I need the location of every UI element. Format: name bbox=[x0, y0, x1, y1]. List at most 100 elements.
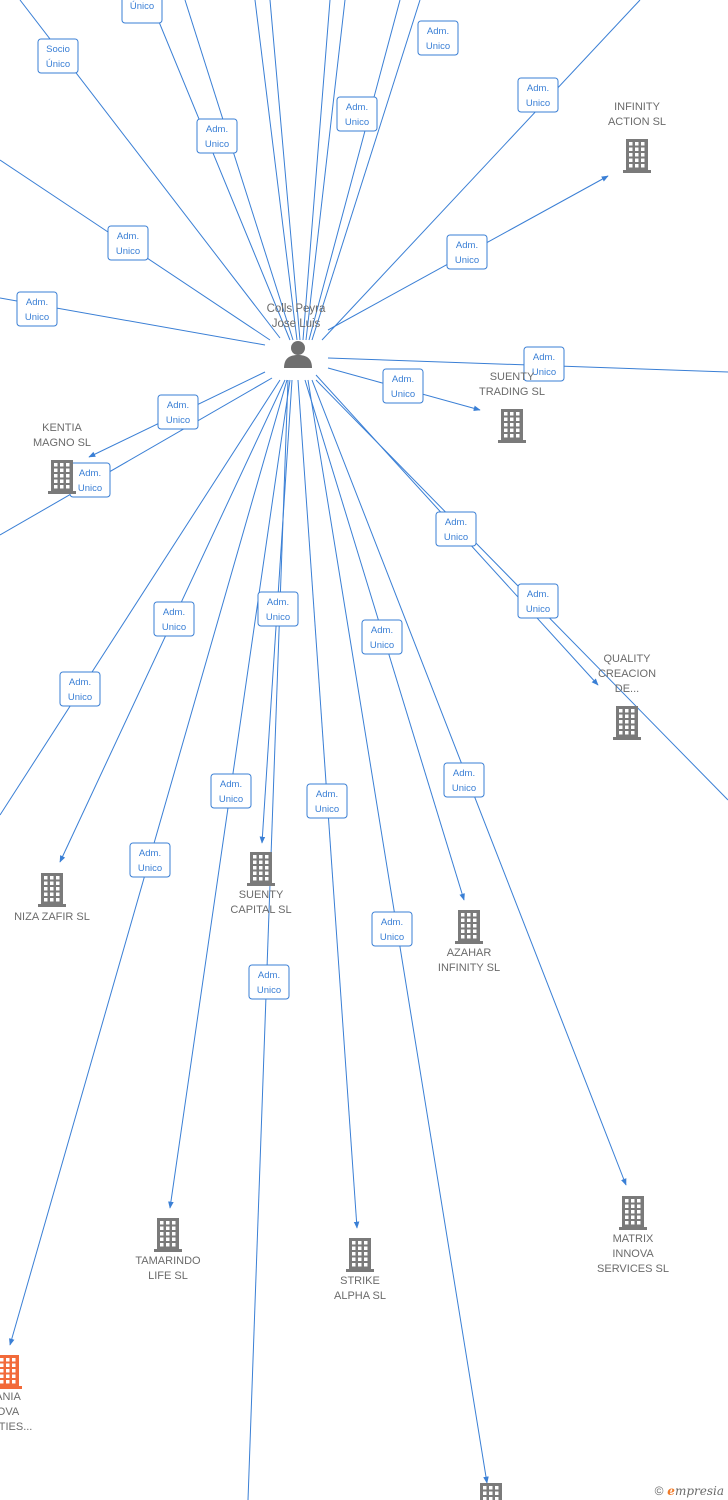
relation-label-text: Unico bbox=[426, 41, 450, 52]
relation-label-text: Unico bbox=[266, 612, 290, 623]
relation-label-text: Adm. bbox=[206, 124, 228, 135]
building-icon bbox=[38, 873, 66, 907]
relation-label[interactable]: Adm.Unico bbox=[59, 671, 101, 707]
relation-label-text: Adm. bbox=[79, 468, 101, 479]
relation-label-text: Unico bbox=[166, 415, 190, 426]
building-icon bbox=[0, 1355, 22, 1389]
company-name: SERVICES SL bbox=[597, 1263, 669, 1275]
edge-0 bbox=[149, 0, 291, 341]
relation-label-text: Unico bbox=[68, 692, 92, 703]
relation-label-text: Unico bbox=[205, 139, 229, 150]
relation-label-text: Adm. bbox=[527, 83, 549, 94]
relation-label[interactable]: Adm. Unico bbox=[107, 225, 149, 261]
relation-label-text: Adm. bbox=[445, 517, 467, 528]
relation-label[interactable]: Único bbox=[121, 0, 163, 24]
company-name: TAMARINDO bbox=[135, 1255, 201, 1267]
building-icon bbox=[48, 460, 76, 494]
relation-label[interactable]: Adm.Unico bbox=[382, 368, 424, 404]
relation-label[interactable]: Adm. Unico bbox=[196, 118, 238, 154]
relation-label-text: Adm. bbox=[427, 26, 449, 37]
building-icon bbox=[613, 706, 641, 740]
edge-2 bbox=[254, 0, 298, 341]
relation-label[interactable]: Adm.Unico bbox=[523, 346, 565, 382]
relation-label-text: Único bbox=[130, 1, 154, 12]
edge-27 bbox=[247, 379, 289, 1500]
relation-label-text: Unico bbox=[444, 532, 468, 543]
relation-label-text: Unico bbox=[116, 246, 140, 257]
relation-label[interactable]: Adm.Unico bbox=[517, 583, 559, 619]
relation-label[interactable]: Adm.Unico bbox=[16, 291, 58, 327]
company-niza[interactable]: NIZA ZAFIR SL bbox=[14, 873, 90, 923]
company-name: INFINITY bbox=[614, 101, 660, 113]
relation-label[interactable]: Adm.Unico bbox=[446, 234, 488, 270]
company-name: OVA bbox=[0, 1406, 20, 1418]
relation-label[interactable]: Adm. Unico bbox=[435, 511, 477, 547]
company-name: DE... bbox=[615, 683, 639, 695]
relation-label[interactable]: Adm. Unico bbox=[371, 911, 413, 947]
building-icon bbox=[154, 1218, 182, 1252]
person-icon bbox=[284, 341, 312, 368]
person-node[interactable]: Colls Peyra Jose Luis bbox=[267, 303, 326, 368]
relation-label-text: Adm. bbox=[371, 625, 393, 636]
building-icon bbox=[498, 409, 526, 443]
relation-label-text: Adm. bbox=[267, 597, 289, 608]
company-ania[interactable]: ANIA OVA ERTIES... bbox=[0, 1355, 32, 1433]
company-bottom[interactable] bbox=[477, 1483, 505, 1500]
relation-label[interactable]: Adm. Unico bbox=[417, 20, 459, 56]
company-name: TRADING SL bbox=[479, 386, 545, 398]
company-name: NIZA ZAFIR SL bbox=[14, 911, 90, 923]
company-name: STRIKE bbox=[340, 1275, 380, 1287]
relation-label-text: Unico bbox=[380, 932, 404, 943]
relation-label-text: Adm. bbox=[117, 231, 139, 242]
relation-label-text: Unico bbox=[315, 804, 339, 815]
relation-label[interactable]: Adm.Unico bbox=[443, 762, 485, 798]
relation-label-text: Adm. bbox=[392, 374, 414, 385]
brand-logo-text: mpresia bbox=[674, 1484, 724, 1498]
relation-label-text: Adm. bbox=[381, 917, 403, 928]
relation-label[interactable]: Adm. Unico bbox=[306, 783, 348, 819]
relation-label[interactable]: Adm. Unico bbox=[257, 591, 299, 627]
building-icon bbox=[619, 1196, 647, 1230]
relation-label-text: Unico bbox=[257, 985, 281, 996]
relation-label-text: Unico bbox=[219, 794, 243, 805]
relation-label[interactable]: Adm.Unico bbox=[129, 842, 171, 878]
edge-19 bbox=[0, 379, 281, 816]
relation-label[interactable]: Adm. Unico bbox=[248, 964, 290, 1000]
relation-label-text: Adm. bbox=[316, 789, 338, 800]
building-icon bbox=[480, 1483, 502, 1500]
company-name: ERTIES... bbox=[0, 1421, 32, 1433]
company-name: AZAHAR bbox=[447, 947, 492, 959]
relation-label-text: Unico bbox=[162, 622, 186, 633]
company-name: MATRIX bbox=[613, 1233, 654, 1245]
edge-16 bbox=[0, 377, 273, 536]
copyright-symbol: © bbox=[654, 1484, 664, 1498]
company-strike[interactable]: STRIKE ALPHA SL bbox=[334, 1238, 386, 1302]
relation-labels: ÚnicoSocioÚnicoAdm.UnicoAdm.UnicoAdm.Uni… bbox=[16, 0, 565, 1000]
relation-label-text: Socio bbox=[46, 44, 70, 55]
relation-label-text: Adm. bbox=[527, 589, 549, 600]
relation-label[interactable]: Adm.Unico bbox=[517, 77, 559, 113]
relation-label[interactable]: Adm.Unico bbox=[361, 619, 403, 655]
relation-label-text: Adm. bbox=[258, 970, 280, 981]
relation-label-text: Adm. bbox=[346, 102, 368, 113]
relation-label[interactable]: Adm.Unico bbox=[153, 601, 195, 637]
company-name: ALPHA SL bbox=[334, 1290, 386, 1302]
building-icon bbox=[346, 1238, 374, 1272]
relation-label[interactable]: Adm.Unico bbox=[336, 96, 378, 132]
company-name: CAPITAL SL bbox=[230, 904, 291, 916]
relation-label[interactable]: Adm.Unico bbox=[210, 773, 252, 809]
company-name: ANIA bbox=[0, 1391, 21, 1403]
relation-label-text: Adm. bbox=[453, 768, 475, 779]
company-quality[interactable]: QUALITYCREACIONDE... bbox=[598, 653, 656, 740]
edge-7 bbox=[311, 0, 421, 341]
relation-label-text: Unico bbox=[532, 367, 556, 378]
relation-label[interactable]: Adm.Unico bbox=[157, 394, 199, 430]
